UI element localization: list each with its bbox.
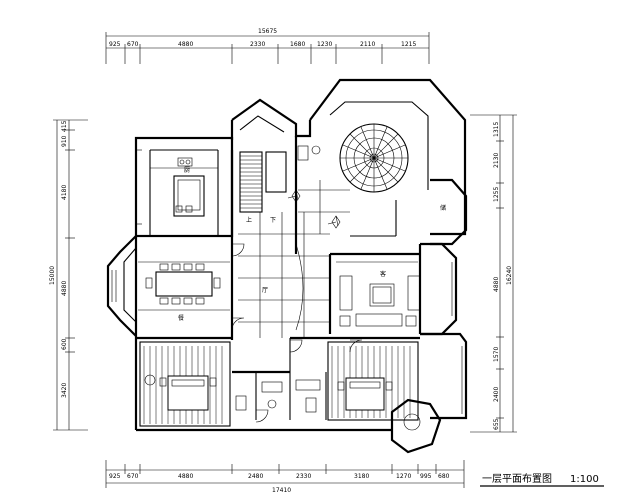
dining-room: 餐 [138, 261, 230, 322]
windows [111, 149, 463, 414]
bottom-dim-3: 4880 [178, 473, 193, 480]
interior-walls [136, 136, 420, 420]
bottom-dim-5: 2330 [296, 473, 311, 480]
right-dim-2: 2130 [493, 153, 500, 168]
top-dim-7: 2110 [360, 41, 375, 48]
hall-label: 厅 [262, 287, 268, 294]
left-total-dimension: 15000 [49, 266, 56, 285]
bottom-dimension-chain: 925 670 4880 2480 2330 3180 1270 995 680… [105, 460, 465, 494]
left-bedroom [139, 341, 231, 427]
plant-icons [287, 189, 421, 431]
dining-label: 餐 [178, 314, 184, 322]
drawing-title: 一层平面布置图 [482, 473, 552, 485]
bottom-total-dimension: 17410 [272, 487, 291, 494]
top-dim-8: 1215 [401, 41, 416, 48]
storage-room: 储 [440, 204, 446, 212]
right-dim-6: 2400 [493, 387, 500, 402]
drawing-title-block: 一层平面布置图 1:100 [480, 473, 604, 487]
left-dim-4: 4880 [61, 281, 68, 296]
bottom-dim-2: 670 [127, 473, 139, 480]
storage-label: 储 [440, 204, 446, 212]
left-dim-5: 600 [61, 338, 68, 350]
left-dim-6: 3420 [61, 383, 68, 398]
living-room: 客 [336, 261, 421, 327]
top-dim-5: 1680 [290, 41, 305, 48]
top-dim-3: 4880 [178, 41, 193, 48]
right-total-dimension: 16240 [506, 266, 513, 285]
stair-down-label: 下 [270, 217, 276, 224]
bottom-dim-8: 995 [420, 473, 432, 480]
bottom-dim-7: 1270 [396, 473, 411, 480]
doors [231, 243, 363, 423]
top-dim-1: 925 [109, 41, 121, 48]
right-dimension-chain: 1315 2130 1255 4880 1570 2400 655 16240 [470, 114, 517, 433]
exterior-walls [106, 78, 468, 454]
left-dimension-chain: 15000 415 910 4180 4880 600 3420 [49, 119, 88, 431]
right-dim-4: 4880 [493, 277, 500, 292]
right-dim-1: 1315 [493, 122, 500, 137]
top-dimension-chain: 15675 925 670 4880 2330 1680 1230 2110 1… [105, 28, 430, 64]
right-dim-3: 1255 [493, 187, 500, 202]
right-dim-7: 655 [493, 418, 500, 430]
top-dim-4: 2330 [250, 41, 265, 48]
kitchen-label: 厨 [184, 167, 190, 174]
right-bedroom [327, 341, 419, 421]
living-label: 客 [380, 270, 386, 278]
left-dim-2: 910 [61, 135, 68, 147]
right-dim-5: 1570 [493, 347, 500, 362]
kitchen: 厨 [150, 157, 218, 217]
octagon-rosette [339, 123, 409, 193]
bottom-dim-4: 2480 [248, 473, 263, 480]
top-dim-2: 670 [127, 41, 139, 48]
top-total-dimension: 15675 [258, 28, 277, 35]
bottom-dim-1: 925 [109, 473, 121, 480]
staircase: 上 下 [239, 151, 287, 224]
left-dim-3: 4180 [61, 185, 68, 200]
stair-up-label: 上 [246, 216, 252, 224]
top-dim-6: 1230 [317, 41, 332, 48]
bathroom-fixtures [235, 145, 321, 413]
left-dim-1: 415 [61, 120, 68, 132]
hall-floor-grid: 厅 [238, 180, 350, 338]
drawing-scale: 1:100 [570, 474, 599, 485]
bottom-dim-6: 3180 [354, 473, 369, 480]
bottom-dim-9: 680 [438, 473, 450, 480]
